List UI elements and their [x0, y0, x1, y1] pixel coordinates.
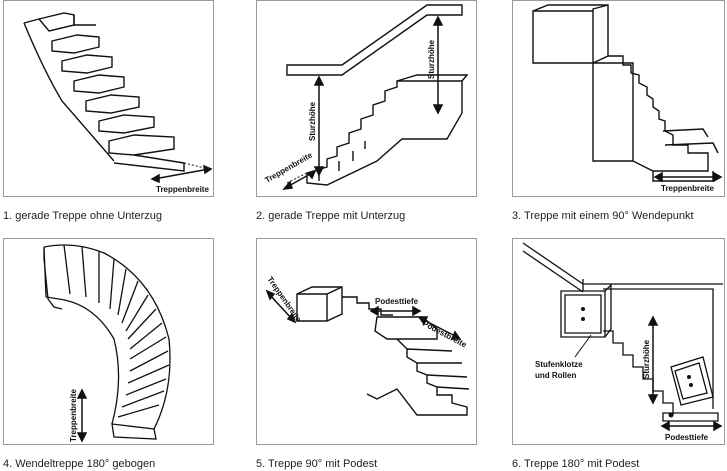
treppenbreite-arrow	[282, 169, 317, 190]
treppenbreite-arrow	[265, 289, 297, 324]
sturzhoehe-arrow	[647, 315, 659, 405]
sturzhoehe-arrow-right	[432, 15, 444, 115]
spiral-stair-drawing: Treppenbreite	[43, 244, 171, 443]
hauling-stair-drawing: Sturzhöhe Podesttiefe Stufenklotze und R…	[522, 242, 723, 442]
podesttiefe-label: Podesttiefe	[665, 433, 709, 442]
treppenbreite-label: Treppenbreite	[661, 184, 714, 193]
treppenbreite-arrow	[76, 388, 88, 443]
sturzhoehe-label-left: Sturzhöhe	[308, 101, 317, 141]
figure-180-stair-with-landing: Sturzhöhe Podesttiefe Stufenklotze und R…	[512, 238, 725, 445]
caption-3: 3. Treppe mit einem 90° Wendepunkt	[512, 210, 694, 222]
figure-straight-stair-with-beam: Sturzhöhe Sturzhöhe Treppenbreite	[256, 0, 477, 197]
turn-stair-drawing: Treppenbreite	[532, 4, 723, 193]
podestbreite-label: Podestbreite	[421, 319, 468, 350]
caption-5: 5. Treppe 90° mit Podest	[256, 458, 378, 470]
und-rollen-label: und Rollen	[535, 371, 576, 380]
sturzhoehe-label-right: Sturzhöhe	[427, 39, 436, 79]
figure-straight-stair-no-beam: Treppenbreite	[3, 0, 214, 197]
landing-stair-drawing: Podesttiefe Podestbreite Treppenbreite	[265, 275, 470, 416]
podesttiefe-arrow	[660, 420, 723, 432]
treppenbreite-arrow	[653, 171, 723, 183]
sturzhoehe-arrow-left	[313, 75, 325, 177]
stufenklotze-label: Stufenklotze	[535, 360, 583, 369]
podesttiefe-label: Podesttiefe	[375, 297, 419, 306]
caption-6: 6. Treppe 180° mit Podest	[512, 458, 640, 470]
treppenbreite-label: Treppenbreite	[69, 389, 78, 442]
figure-90-stair-with-landing: Podesttiefe Podestbreite Treppenbreite	[256, 238, 477, 445]
caption-4: 4. Wendeltreppe 180° gebogen	[3, 458, 156, 470]
caption-2: 2. gerade Treppe mit Unterzug	[256, 210, 406, 222]
straight-beam-stair-drawing: Sturzhöhe Sturzhöhe Treppenbreite	[264, 4, 469, 190]
sturzhoehe-label: Sturzhöhe	[642, 339, 651, 379]
figure-90-turn-stair: Treppenbreite	[512, 0, 725, 197]
figure-spiral-stair-180: Treppenbreite	[3, 238, 214, 445]
podesttiefe-arrow	[369, 305, 422, 317]
podestbreite-arrow	[417, 316, 462, 340]
treppenbreite-label: Treppenbreite	[156, 185, 209, 194]
treppenbreite-arrow	[150, 164, 213, 184]
caption-1: 1. gerade Treppe ohne Unterzug	[3, 210, 163, 222]
straight-stair-drawing: Treppenbreite	[23, 12, 213, 194]
